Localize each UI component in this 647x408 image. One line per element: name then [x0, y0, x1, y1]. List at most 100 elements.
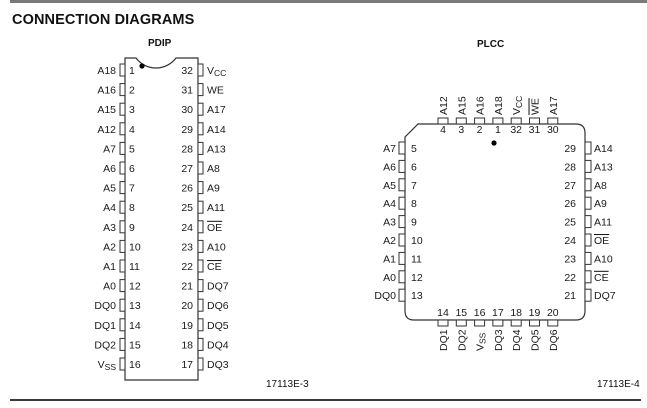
pin-number: 11	[129, 261, 140, 273]
pin-name-label: A14	[594, 143, 613, 155]
pin-name-label: A7	[103, 143, 116, 155]
plcc-pin-9: 9A3	[383, 215, 417, 229]
pin-lead	[197, 102, 204, 116]
pin-name-label: DQ4	[207, 339, 229, 351]
pin-number: 30	[181, 104, 193, 116]
pin1-indicator-dot	[139, 63, 145, 69]
plcc-pin-29: 29 A14	[564, 141, 613, 155]
pin-name-label: A3	[103, 222, 116, 234]
pin-lead	[492, 319, 504, 327]
section-title: CONNECTION DIAGRAMS	[12, 12, 195, 28]
pin-lead	[197, 318, 204, 332]
pin-number: 6	[411, 161, 417, 173]
pin-number: 29	[564, 143, 576, 155]
pin-number: 21	[181, 281, 193, 293]
pin-name-label: A15	[97, 104, 116, 116]
pin-lead	[510, 117, 522, 125]
pin-name-label: A11	[207, 202, 225, 214]
pin-name-label: DQ0	[374, 290, 396, 302]
pin-number: 17	[492, 307, 504, 319]
pin-lead	[197, 63, 204, 77]
pin-number: 7	[129, 183, 135, 195]
plcc-pin-27: 27 A8	[564, 178, 607, 192]
pin-number: 2	[477, 124, 483, 136]
pdip-pin-25: 25 A11	[181, 200, 225, 214]
pin-lead	[119, 122, 126, 136]
pin-number: 30	[547, 124, 559, 136]
pin-number: 4	[440, 124, 446, 136]
pin-name-label: A16	[97, 85, 116, 97]
pin-lead	[398, 215, 406, 229]
pin-number: 25	[564, 217, 576, 229]
pin-lead	[197, 181, 204, 195]
pin-name-label: DQ2	[456, 329, 468, 351]
plcc-pin-8: 8A4	[383, 196, 417, 210]
pin-lead	[119, 357, 126, 371]
pin-lead	[119, 279, 126, 293]
pin-number: 28	[181, 143, 193, 155]
pin-name-label: CE	[594, 272, 609, 284]
pin-lead	[584, 196, 592, 210]
pin-name-label: A11	[594, 217, 612, 229]
pin-lead	[455, 117, 467, 125]
pin-lead	[197, 357, 204, 371]
pin-name-label: DQ5	[207, 320, 229, 332]
pin-name-label: VSS	[98, 359, 117, 372]
pin-number: 16	[474, 307, 486, 319]
pin-number: 14	[129, 320, 141, 332]
plcc-title: PLCC	[477, 39, 505, 50]
pin-number: 26	[564, 198, 576, 210]
pin-lead	[197, 161, 204, 175]
pin-number: 12	[129, 281, 141, 293]
plcc-body	[404, 123, 586, 321]
pin-name-label: A1	[103, 261, 116, 273]
pin-number: 7	[411, 180, 417, 192]
pin-name-label: A4	[383, 198, 396, 210]
pin-number: 27	[181, 163, 193, 175]
plcc-pin-5: 5A7	[383, 141, 417, 155]
pin-name-label: A3	[383, 217, 396, 229]
pin-lead	[529, 319, 540, 327]
pin-lead	[119, 298, 126, 312]
pin-number: 27	[564, 180, 576, 192]
pdip-pin-11: 11 A1	[103, 259, 140, 273]
pin-name-label: A13	[594, 161, 613, 173]
pin-number: 25	[181, 202, 193, 214]
pin-number: 8	[129, 202, 135, 214]
pin-lead	[584, 141, 592, 155]
pin-lead	[398, 233, 406, 247]
pin-name-label: DQ7	[594, 290, 616, 302]
pin-name-label: A16	[475, 96, 487, 115]
pin-name-label: A8	[594, 180, 607, 192]
pin-number: 18	[510, 307, 522, 319]
pin-lead	[119, 161, 126, 175]
pin-name-label: DQ5	[530, 329, 542, 351]
pin-name-label: A0	[103, 281, 116, 293]
pin-lead	[584, 159, 592, 173]
pdip-body	[124, 57, 199, 381]
pin-name-label: A9	[594, 198, 607, 210]
pin-name-label: A5	[103, 183, 116, 195]
pin-name-label: A10	[207, 241, 226, 253]
pin-number: 15	[455, 307, 467, 319]
